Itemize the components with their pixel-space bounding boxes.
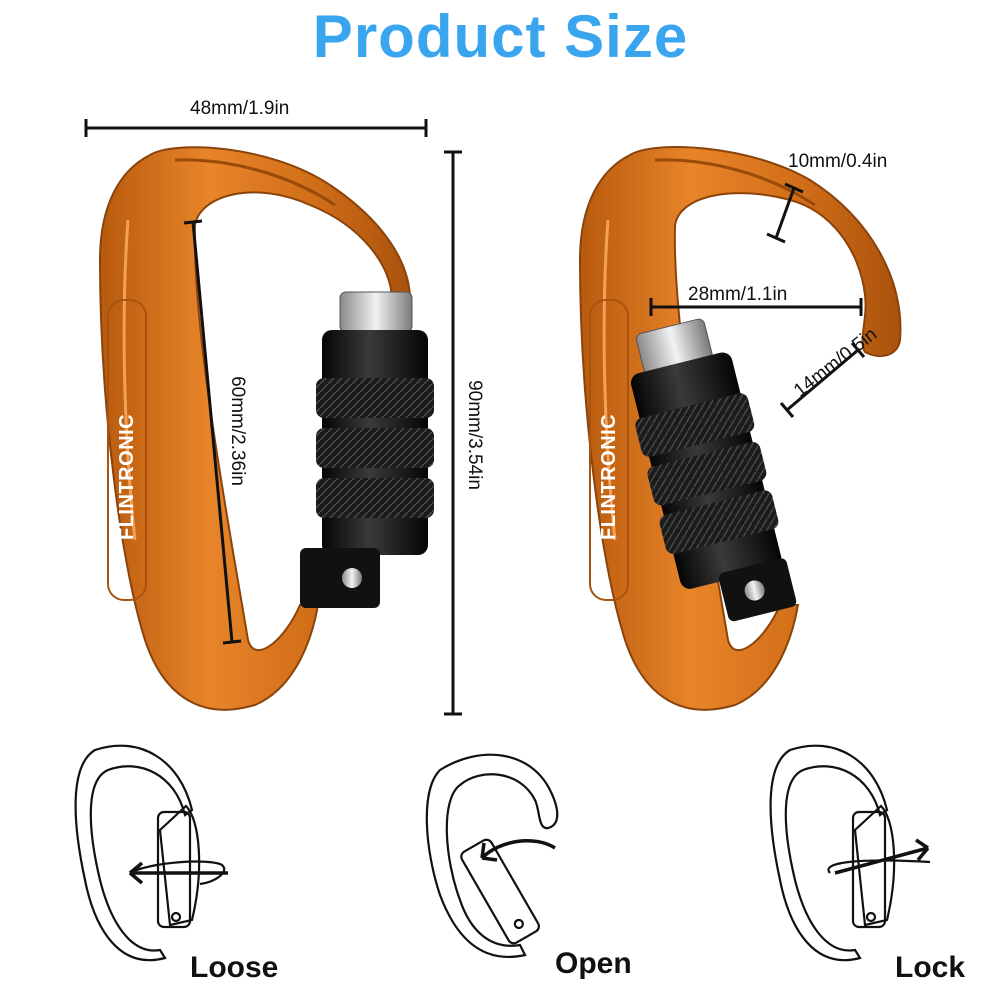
dimension-thickness-label: 10mm/0.4in <box>788 151 888 172</box>
brand-logo-right: FLINTRONIC <box>598 414 620 540</box>
icon-loose <box>74 744 228 962</box>
carabiner-closed: FLINTRONIC <box>98 146 434 711</box>
page-title: Product Size <box>312 3 689 70</box>
dimension-lines-left <box>84 119 462 716</box>
icon-open <box>425 753 559 958</box>
icon-lock <box>769 744 931 962</box>
brand-logo-left: FLINTRONIC <box>116 414 138 540</box>
dimension-inner-length-label: 60mm/2.36in <box>227 376 248 486</box>
dimension-inner-width-label: 28mm/1.1in <box>688 284 788 305</box>
dimension-length-label: 90mm/3.54in <box>464 380 485 490</box>
carabiner-open: FLINTRONIC <box>578 146 902 711</box>
dimension-width-label: 48mm/1.9in <box>190 98 290 119</box>
state-lock-label: Lock <box>895 951 965 984</box>
state-open-label: Open <box>555 947 632 980</box>
state-loose-label: Loose <box>190 951 278 984</box>
dimension-lines-right <box>649 182 866 418</box>
